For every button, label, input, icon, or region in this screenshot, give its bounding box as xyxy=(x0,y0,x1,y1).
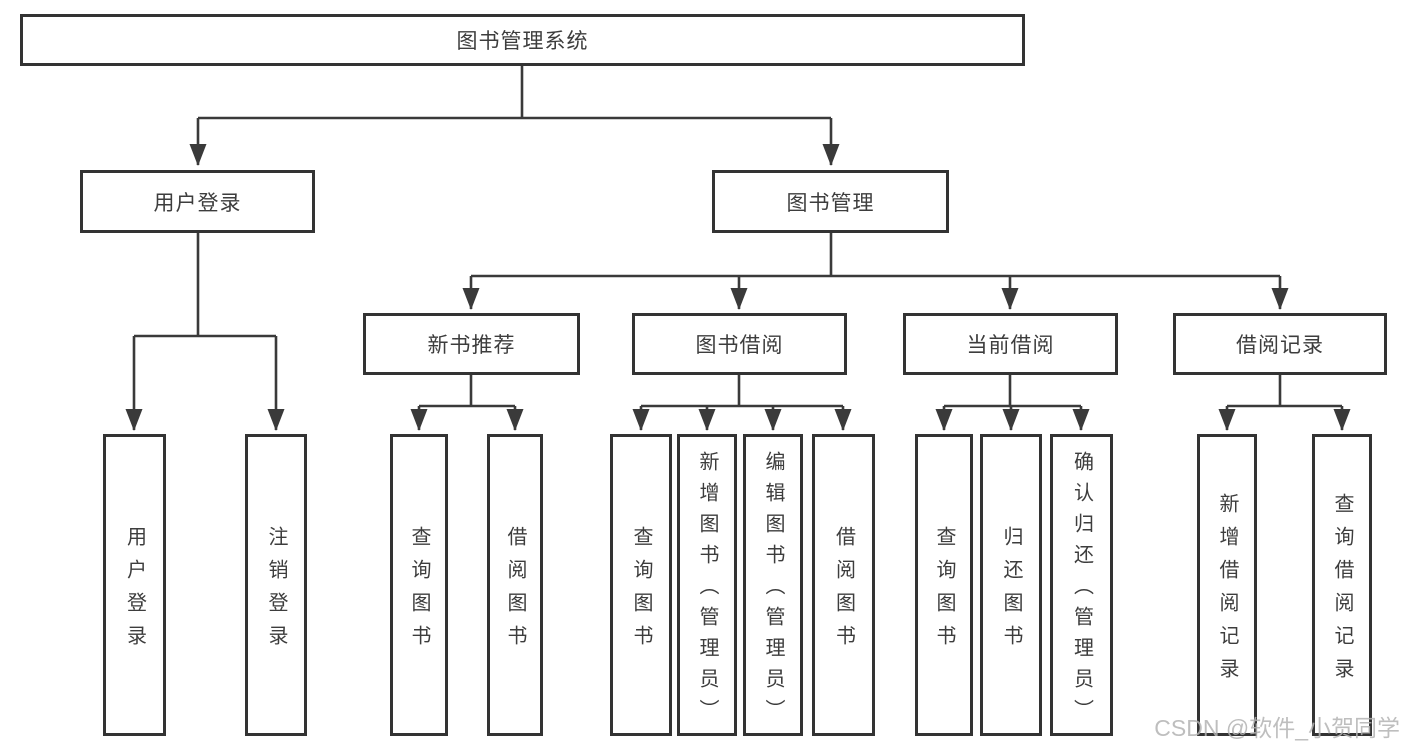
node-book-borrowing: 图书借阅 xyxy=(632,313,847,375)
leaf-query-books-recommendation: 查询图书 xyxy=(390,434,448,736)
node-label: 图书管理 xyxy=(786,191,875,215)
node-label: 借阅记录 xyxy=(1236,334,1324,357)
node-label: 当前借阅 xyxy=(966,334,1055,357)
leaf-label: 新增图书（管理员） xyxy=(696,451,718,730)
leaf-query-borrowing-record: 查询借阅记录 xyxy=(1312,434,1372,736)
leaf-label: 查询图书 xyxy=(933,525,955,658)
leaf-user-login: 用户登录 xyxy=(103,434,166,736)
leaf-return-books: 归还图书 xyxy=(980,434,1042,736)
leaf-add-borrowing-record: 新增借阅记录 xyxy=(1197,434,1257,736)
leaf-borrow-books-borrowing: 借阅图书 xyxy=(812,434,875,736)
node-book-management-system: 图书管理系统 xyxy=(20,14,1025,66)
leaf-label: 查询图书 xyxy=(408,525,430,658)
leaf-confirm-return-admin: 确认归还（管理员） xyxy=(1050,434,1113,736)
node-label: 图书管理系统 xyxy=(456,30,589,53)
leaf-edit-books-admin: 编辑图书（管理员） xyxy=(743,434,803,736)
node-borrowing-records: 借阅记录 xyxy=(1173,313,1387,375)
leaf-query-books-current: 查询图书 xyxy=(915,434,973,736)
leaf-label: 编辑图书（管理员） xyxy=(762,451,784,730)
node-label: 新书推荐 xyxy=(427,334,516,357)
node-book-management: 图书管理 xyxy=(712,170,949,233)
node-new-book-recommendation: 新书推荐 xyxy=(363,313,580,375)
leaf-label: 注销登录 xyxy=(265,525,287,658)
node-label: 图书借阅 xyxy=(695,334,784,357)
leaf-label: 新增借阅记录 xyxy=(1216,492,1238,691)
leaf-label: 借阅图书 xyxy=(504,525,526,658)
leaf-logout: 注销登录 xyxy=(245,434,307,736)
node-label: 用户登录 xyxy=(153,191,242,215)
leaf-label: 归还图书 xyxy=(1000,525,1022,658)
leaf-label: 用户登录 xyxy=(123,525,146,658)
leaf-borrow-books-recommendation: 借阅图书 xyxy=(487,434,543,736)
watermark-text: CSDN @软件_小贺同学 xyxy=(1154,715,1400,741)
leaf-add-books-admin: 新增图书（管理员） xyxy=(677,434,737,736)
leaf-label: 查询借阅记录 xyxy=(1331,492,1353,691)
node-user-login: 用户登录 xyxy=(80,170,315,233)
leaf-query-books-borrowing: 查询图书 xyxy=(610,434,672,736)
leaf-label: 确认归还（管理员） xyxy=(1070,451,1093,730)
leaf-label: 查询图书 xyxy=(630,525,652,658)
node-current-borrowing: 当前借阅 xyxy=(903,313,1118,375)
leaf-label: 借阅图书 xyxy=(832,525,855,658)
